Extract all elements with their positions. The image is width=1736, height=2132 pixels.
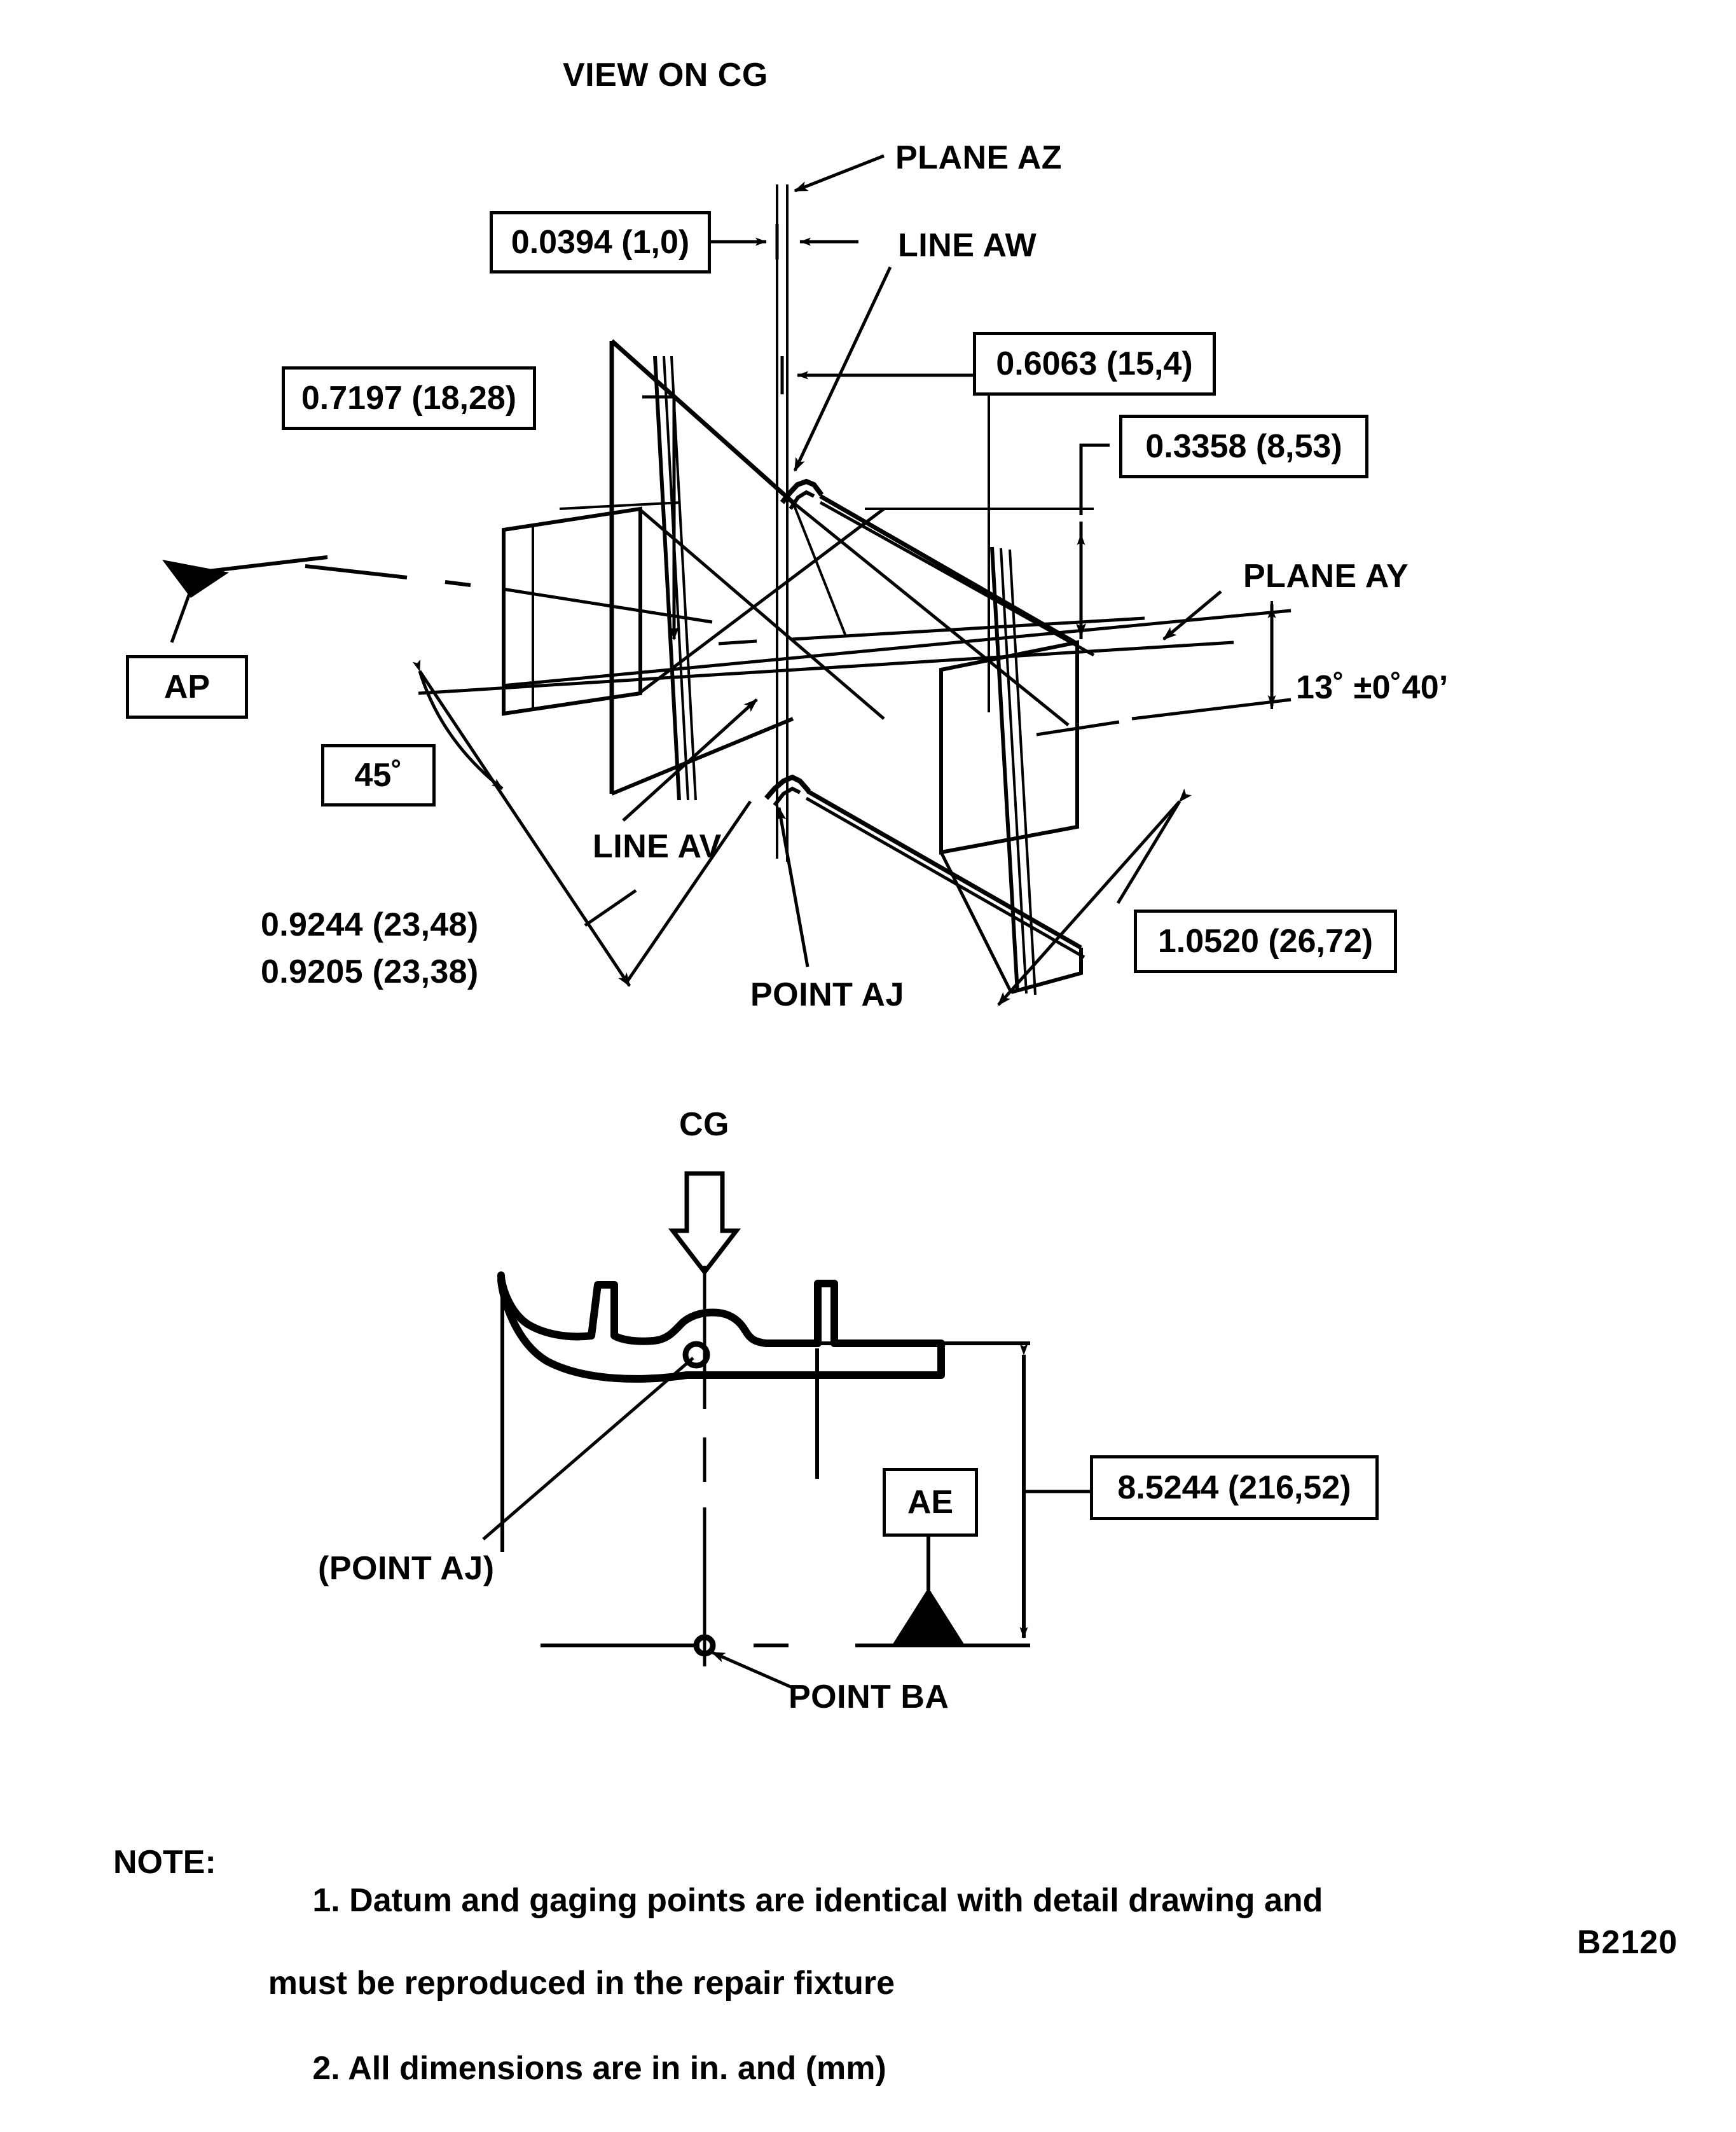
lower-section-geometry [482, 1171, 1091, 1691]
note-1-line2: must be reproduced in the repair fixture [268, 1965, 895, 2002]
label-plane-az: PLANE AZ [895, 139, 1063, 176]
label-line-av: LINE AV [593, 828, 722, 865]
datum-box-ae: AE [883, 1468, 978, 1537]
drawing-sheet: VIEW ON CG PLANE AZ LINE AW 0.0394 (1,0)… [113, 57, 1678, 2087]
dim-box-6063: 0.6063 (15,4) [973, 332, 1216, 396]
note-item-2: 2. All dimensions are in in. and (mm) [239, 2011, 1323, 2126]
angle-13-degrees: 13˚ ±0˚40’ [1296, 669, 1449, 706]
upper-isometric-geometry [305, 184, 1292, 995]
datum-box-ap: AP [126, 655, 248, 719]
label-plane-ay: PLANE AY [1243, 558, 1409, 595]
dim-9244: 0.9244 (23,48) [261, 906, 479, 943]
dim-box-7197: 0.7197 (18,28) [282, 366, 536, 430]
dim-box-85244: 8.5244 (216,52) [1090, 1455, 1379, 1520]
label-point-aj: POINT AJ [750, 976, 904, 1013]
dim-box-0394: 0.0394 (1,0) [490, 211, 711, 273]
label-point-ba: POINT BA [789, 1679, 949, 1715]
dim-box-1052: 1.0520 (26,72) [1134, 910, 1397, 973]
note-1-line1: Datum and gaging points are identical wi… [349, 1882, 1323, 1919]
note-item-1: 1. Datum and gaging points are identical… [239, 1843, 1323, 1958]
label-cg: CG [679, 1106, 729, 1143]
label-point-aj-ref: (POINT AJ) [318, 1550, 495, 1587]
notes-heading: NOTE: [113, 1844, 216, 1881]
note-2-line1: All dimensions are in in. and (mm) [348, 2050, 886, 2087]
label-line-aw: LINE AW [898, 227, 1037, 264]
dim-9205: 0.9205 (23,38) [261, 953, 479, 990]
drawing-linework [162, 154, 1292, 1691]
notes-block: NOTE: 1. Datum and gaging points are ide… [113, 1843, 1323, 2132]
drawing-code: B2120 [1577, 1924, 1678, 1961]
note-2-number: 2. [312, 2050, 340, 2087]
upper-view-title: VIEW ON CG [563, 57, 768, 93]
angle-box-45: 45˚ [321, 744, 436, 806]
note-1-number: 1. [312, 1882, 340, 1919]
upper-dimension-leaders [162, 154, 1276, 1006]
dim-box-3358: 0.3358 (8,53) [1119, 415, 1368, 478]
